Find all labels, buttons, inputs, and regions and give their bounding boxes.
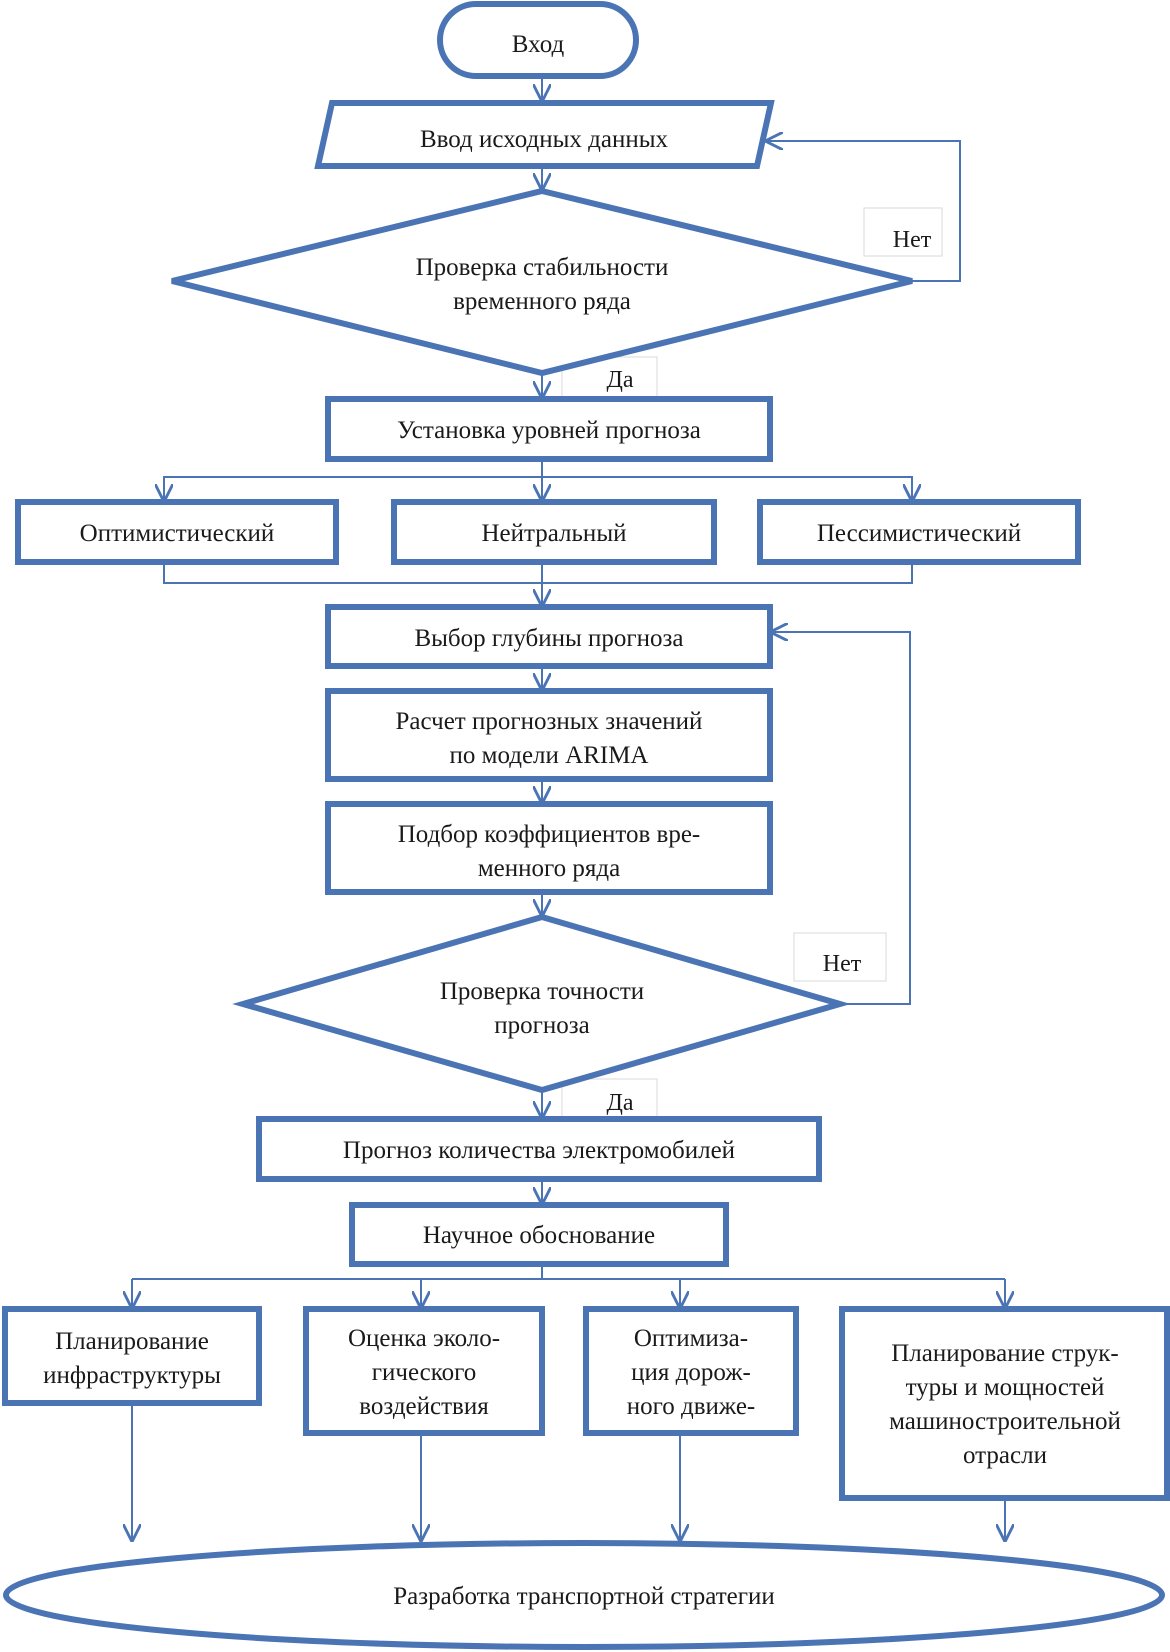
output-industry-box (839, 1306, 1170, 1501)
forecast-label: Прогноз количества электромобилей (343, 1137, 735, 1164)
input-parallelogram (314, 100, 775, 169)
justification-label: Научное обоснование (423, 1222, 655, 1249)
stability-diamond (171, 187, 913, 377)
input-label: Ввод исходных данных (420, 126, 669, 153)
calc-line-2: по модели ARIMA (450, 742, 649, 769)
no-label-1: Нет (893, 227, 932, 253)
coeff-line-1: Подбор коэффициентов вре- (398, 821, 701, 848)
input-node: Ввод исходных данных (314, 100, 775, 169)
output-industry-line-2: туры и мощностей (906, 1374, 1105, 1401)
start-terminator (437, 1, 639, 79)
depth-node: Выбор глубины прогноза (325, 604, 773, 669)
output-ecology-box (303, 1306, 545, 1436)
end-node: Разработка транспортной стратегии (3, 1540, 1165, 1650)
start-node: Вход (437, 1, 639, 79)
coeff-line-2: менного ряда (478, 855, 620, 882)
set-levels-node: Установка уровней прогноза (325, 396, 773, 462)
accuracy-diamond (232, 913, 851, 1094)
output-ecology-line-2: гического (372, 1359, 477, 1386)
merge-levels (163, 563, 913, 584)
stability-line-1: Проверка стабильности (416, 254, 669, 281)
stability-decision: Проверка стабильности временного ряда (171, 187, 913, 377)
level-pessimistic-label: Пессимистический (817, 520, 1021, 547)
output-traffic-line-3: ного движе- (627, 1393, 756, 1420)
forecast-box (256, 1116, 822, 1182)
no-label-2: Нет (823, 951, 862, 977)
end-terminator (3, 1540, 1165, 1650)
forecast-node: Прогноз количества электромобилей (256, 1116, 822, 1182)
output-ecology-line-1: Оценка эколо- (348, 1325, 500, 1352)
arrow-no-loop-2 (772, 632, 911, 1005)
start-label: Вход (512, 31, 565, 58)
output-traffic-line-1: Оптимиза- (634, 1325, 748, 1352)
level-neutral-box (391, 499, 717, 565)
output-industry-line-4: отрасли (963, 1442, 1047, 1469)
output-industry-line-1: Планирование струк- (891, 1340, 1119, 1367)
levels-row: Оптимистический Нейтральный Пессимистиче… (15, 499, 1081, 565)
yes-label-2: Да (606, 1090, 633, 1116)
level-optimistic-box (15, 499, 339, 565)
connectors (132, 77, 1005, 1540)
branch-levels (163, 476, 913, 500)
output-infrastructure-line-1: Планирование (55, 1328, 209, 1355)
accuracy-line-1: Проверка точности (440, 978, 644, 1005)
coeff-box (325, 801, 773, 895)
arrow-no-loop-1 (767, 141, 961, 282)
output-industry-line-3: машиностроительной (889, 1408, 1121, 1435)
end-label: Разработка транспортной стратегии (393, 1583, 775, 1610)
stability-line-2: временного ряда (453, 288, 631, 315)
set-levels-label: Установка уровней прогноза (397, 417, 701, 444)
output-infrastructure-line-2: инфраструктуры (43, 1362, 221, 1389)
calc-node: Расчет прогнозных значений по модели ARI… (325, 688, 773, 782)
yes-label-1: Да (606, 367, 633, 393)
level-pessimistic-box (757, 499, 1081, 565)
accuracy-decision: Проверка точности прогноза (232, 913, 851, 1094)
justification-box (349, 1202, 729, 1267)
output-infrastructure-box (2, 1306, 262, 1406)
depth-box (325, 604, 773, 669)
set-levels-box (325, 396, 773, 462)
outputs-row: Планирование инфраструктуры Оценка эколо… (2, 1306, 1170, 1501)
output-ecology-line-3: воздействия (359, 1393, 489, 1420)
calc-line-1: Расчет прогнозных значений (396, 708, 703, 735)
no-tag-1-frame (863, 207, 943, 257)
depth-label: Выбор глубины прогноза (414, 625, 683, 652)
accuracy-line-2: прогноза (494, 1012, 589, 1039)
calc-box (325, 688, 773, 782)
output-traffic-box (583, 1306, 799, 1436)
level-neutral-label: Нейтральный (481, 520, 626, 547)
coeff-node: Подбор коэффициентов вре- менного ряда (325, 801, 773, 895)
output-traffic-line-2: ция дорож- (631, 1359, 751, 1386)
no-tag-2-frame (793, 932, 887, 982)
justification-node: Научное обоснование (349, 1202, 729, 1267)
level-optimistic-label: Оптимистический (80, 520, 275, 547)
